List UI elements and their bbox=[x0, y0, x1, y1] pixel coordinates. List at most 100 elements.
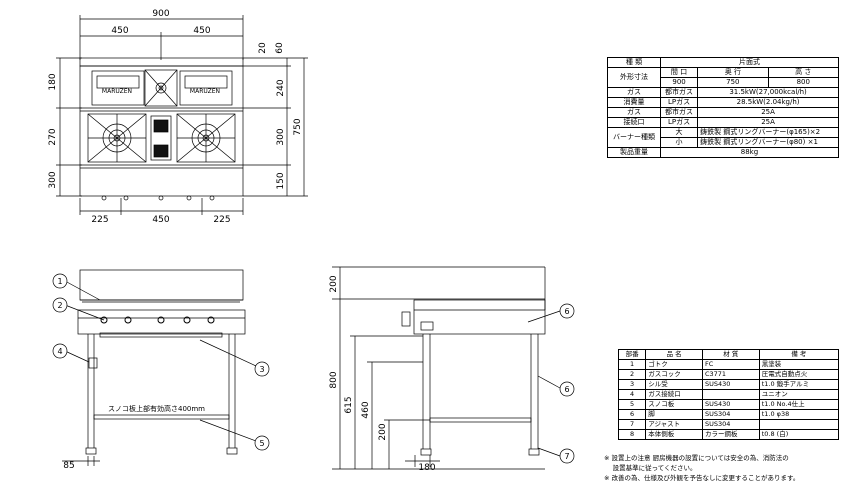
parts-cell: アジャスト bbox=[645, 419, 703, 430]
parts-cell: SUS304 bbox=[701, 409, 760, 420]
parts-cell: FC bbox=[701, 359, 760, 370]
spec-dim-width-h: 間 口 bbox=[659, 67, 699, 78]
parts-cell: ゴトク bbox=[645, 359, 703, 370]
callout-1: 1 bbox=[57, 277, 62, 286]
table-row: 2 ガスコック C3771 圧電式自動点火 bbox=[617, 369, 840, 380]
spec-type-value: 片面式 bbox=[659, 57, 840, 68]
parts-cell: ユニオン bbox=[758, 389, 840, 400]
parts-cell: ガス接続口 bbox=[645, 389, 703, 400]
spec-gas-city: 都市ガス bbox=[659, 87, 699, 98]
parts-cell: t1.0 No.4仕上 bbox=[758, 399, 840, 410]
dim-left-top: 180 bbox=[48, 73, 58, 90]
brand-right: MARUZEN bbox=[190, 88, 220, 95]
spec-conn-label2: 接続口 bbox=[607, 117, 661, 128]
spec-gas-lp-val: 28.5kW(2.04kg/h) bbox=[697, 97, 839, 108]
front-view bbox=[62, 269, 257, 466]
note-line-2: 設置基準に従ってください。 bbox=[604, 464, 697, 472]
parts-cell: SUS430 bbox=[701, 379, 760, 390]
parts-cell: SUS430 bbox=[701, 399, 760, 410]
parts-cell: ガスコック bbox=[645, 369, 703, 380]
dim-bottom-center: 450 bbox=[152, 215, 169, 225]
shelf-note: スノコ板上部有効高さ400mm bbox=[108, 404, 205, 413]
table-row: 5 スノコ板 SUS430 t1.0 No.4仕上 bbox=[617, 399, 840, 410]
dim-bottom-right: 225 bbox=[213, 215, 230, 225]
parts-cell: 6 bbox=[617, 409, 647, 420]
dim-left-mid: 270 bbox=[48, 128, 58, 145]
dim-right-150: 150 bbox=[276, 172, 286, 189]
side-view bbox=[332, 266, 561, 470]
spec-gas-city-val: 31.5kW(27,000kcal/h) bbox=[697, 87, 839, 98]
spec-dim-height-h: 高 さ bbox=[767, 67, 840, 78]
parts-cell: 5 bbox=[617, 399, 647, 410]
dim-front-85: 85 bbox=[63, 461, 74, 471]
parts-cell: 3 bbox=[617, 379, 647, 390]
parts-cell: 4 bbox=[617, 389, 647, 400]
spec-conn-lp-val: 25A bbox=[697, 117, 839, 128]
spec-burner-large-val: 鋳鉄製 鋼式リングバーナー(φ165)×2 bbox=[697, 127, 839, 138]
parts-header-name: 品 名 bbox=[645, 349, 703, 360]
spec-dim-width: 900 bbox=[659, 77, 699, 88]
top-view bbox=[56, 15, 308, 215]
spec-burner-label: バーナー種類 bbox=[607, 127, 661, 148]
note-line-3: ※ 改善の為、仕様及び外観を予告なしに変更することがあります。 bbox=[604, 474, 800, 482]
spec-consumption-label: 消費量 bbox=[607, 97, 661, 108]
parts-cell: t1.0 φ38 bbox=[758, 409, 840, 420]
parts-header-material: 材 質 bbox=[701, 349, 760, 360]
spec-type-label: 種 類 bbox=[607, 57, 661, 68]
spec-gas-lp: LPガス bbox=[659, 97, 699, 108]
parts-cell bbox=[701, 389, 760, 400]
dim-depth: 750 bbox=[293, 118, 303, 135]
callout-labels: 1 2 4 3 5 6 6 7 bbox=[57, 277, 569, 461]
dim-right-300: 300 bbox=[276, 128, 286, 145]
spec-conn-label: ガス bbox=[607, 107, 661, 118]
parts-cell: シル受 bbox=[645, 379, 703, 390]
table-row: 6 脚 SUS304 t1.0 φ38 bbox=[617, 409, 840, 420]
dim-side-615: 615 bbox=[344, 396, 354, 413]
parts-header-remarks: 備 考 bbox=[758, 349, 840, 360]
callout-4: 4 bbox=[57, 347, 62, 356]
spec-conn-city-val: 25A bbox=[697, 107, 839, 118]
spec-weight-label: 製品重量 bbox=[607, 147, 661, 158]
parts-cell: 黒塗装 bbox=[758, 359, 840, 370]
parts-cell: C3771 bbox=[701, 369, 760, 380]
spec-conn-city: 都市ガス bbox=[659, 107, 699, 118]
parts-header-no: 部番 bbox=[617, 349, 647, 360]
parts-cell: カラー鋼板 bbox=[701, 429, 760, 440]
parts-cell: 脚 bbox=[645, 409, 703, 420]
note-line-1: ※ 設置上の注意 厨房機器の設置については安全の為、消防法の bbox=[604, 454, 789, 462]
spec-dim-label: 外形寸法 bbox=[607, 67, 661, 88]
dim-side-460: 460 bbox=[361, 401, 371, 418]
parts-cell: t1.0 鍛手アルミ bbox=[758, 379, 840, 390]
spec-burner-small-val: 鋳鉄製 鋼式リングバーナー(φ80) ×1 bbox=[697, 137, 839, 148]
brand-left: MARUZEN bbox=[102, 88, 132, 95]
spec-burner-small: 小 bbox=[659, 137, 699, 148]
burner-right bbox=[176, 113, 236, 163]
parts-cell: 7 bbox=[617, 419, 647, 430]
dim-overall-width: 900 bbox=[152, 9, 169, 19]
table-row: 8 本体側板 カラー鋼板 t0.8 (白) bbox=[617, 429, 840, 440]
dim-right-60: 60 bbox=[275, 42, 285, 54]
callout-7: 7 bbox=[564, 452, 569, 461]
callout-6b: 6 bbox=[564, 385, 569, 394]
table-row: 3 シル受 SUS430 t1.0 鍛手アルミ bbox=[617, 379, 840, 390]
dim-side-200: 200 bbox=[329, 275, 339, 292]
dim-half-right: 450 bbox=[193, 26, 210, 36]
spec-burner-large: 大 bbox=[659, 127, 699, 138]
parts-cell: t0.8 (白) bbox=[758, 429, 840, 440]
dim-right-240: 240 bbox=[276, 79, 286, 96]
parts-cell: 本体側板 bbox=[645, 429, 703, 440]
parts-cell: 8 bbox=[617, 429, 647, 440]
callout-5: 5 bbox=[259, 439, 264, 448]
callout-2: 2 bbox=[57, 301, 62, 310]
callout-3: 3 bbox=[259, 365, 264, 374]
table-row: 7 アジャスト SUS304 bbox=[617, 419, 840, 430]
dim-right-20: 20 bbox=[258, 42, 268, 54]
parts-table: 部番 品 名 材 質 備 考 1 ゴトク FC 黒塗装 2 ガスコック C377… bbox=[617, 349, 840, 440]
spec-conn-lp: LPガス bbox=[659, 117, 699, 128]
parts-cell: 1 bbox=[617, 359, 647, 370]
table-row: 1 ゴトク FC 黒塗装 bbox=[617, 359, 840, 370]
dim-half-left: 450 bbox=[111, 26, 128, 36]
dim-left-bottom: 300 bbox=[48, 171, 58, 188]
